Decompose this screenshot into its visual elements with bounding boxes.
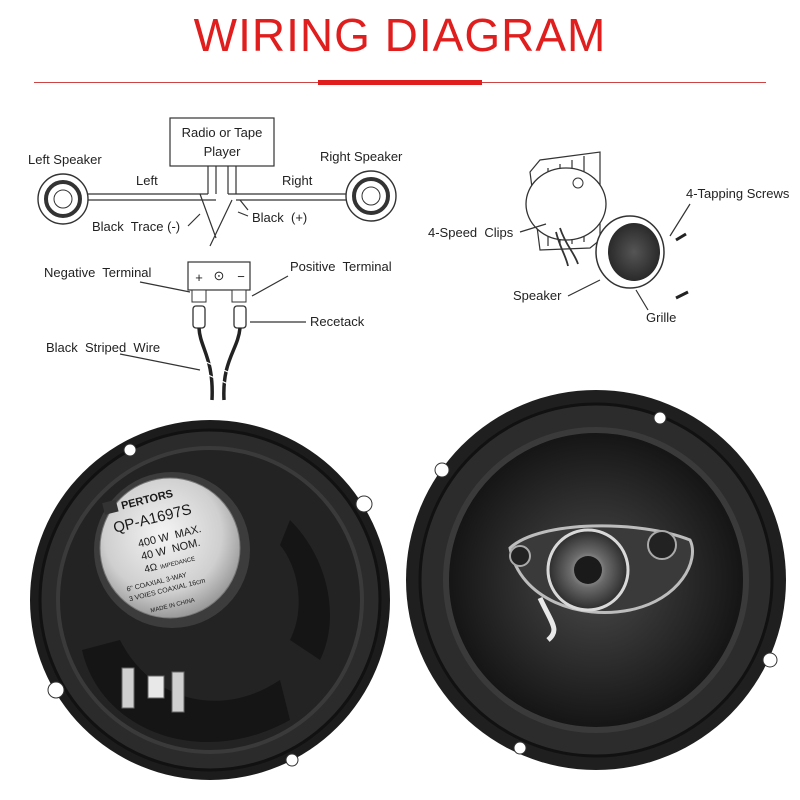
left-speaker-label: Left Speaker — [28, 152, 102, 167]
receptacle-icon — [192, 305, 247, 329]
clips-label: 4-Speed Clips — [428, 225, 514, 240]
speaker-rear-photo — [30, 420, 390, 780]
mounting-diagram: 4-Tapping Screws 4-Speed Clips Speaker G… — [428, 151, 790, 325]
terminal-center: ⊙ — [214, 268, 225, 283]
right-wire-label: Right — [282, 173, 313, 188]
wiring-diagram: Radio or Tape Player Left Speaker Right … — [28, 117, 403, 401]
terminal-plus: + — [195, 270, 203, 285]
magnet-cap — [99, 477, 241, 619]
negative-terminal-label: Negative Terminal — [44, 265, 152, 280]
screw-icon — [675, 232, 689, 300]
black-striped-wire-label: Black Striped Wire — [46, 340, 160, 355]
radio-label-1: Radio or Tape — [182, 125, 263, 140]
screws-label: 4-Tapping Screws — [686, 186, 790, 201]
title-accent-bar — [318, 80, 482, 85]
radio-label-2: Player — [204, 144, 242, 159]
striped-wire — [197, 327, 214, 401]
positive-terminal-label: Positive Terminal — [290, 259, 392, 274]
impedance-value: 4Ω — [143, 562, 159, 576]
speaker-front-photo — [406, 390, 786, 770]
terminal-minus: − — [237, 269, 245, 284]
grille-icon — [595, 215, 665, 289]
grille-label: Grille — [646, 310, 676, 325]
black-trace-label: Black Trace (-) — [92, 219, 180, 234]
mount-speaker-label: Speaker — [513, 288, 562, 303]
radio-box — [169, 117, 275, 167]
terminal-icon: + ⊙ − — [187, 261, 251, 303]
mount-speaker-outline — [525, 167, 607, 241]
black-plus-label: Black (+) — [252, 210, 307, 225]
left-wire-label: Left — [136, 173, 158, 188]
right-speaker-label: Right Speaker — [320, 149, 403, 164]
diagram-title: WIRING DIAGRAM — [193, 9, 607, 61]
recetack-label: Recetack — [310, 314, 365, 329]
right-speaker-icon — [345, 170, 397, 222]
left-speaker-icon — [37, 173, 89, 225]
